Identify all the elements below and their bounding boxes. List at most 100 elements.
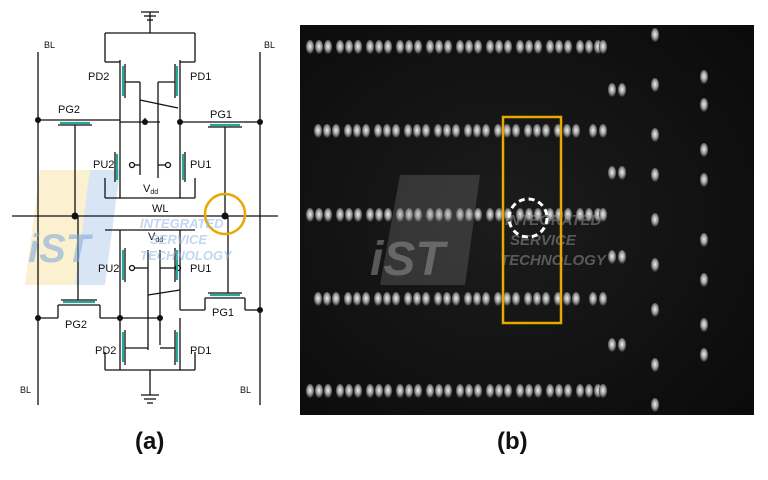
pu2-bottom-label: PU2 bbox=[98, 263, 119, 275]
pg1-bottom-label: PG1 bbox=[212, 307, 234, 319]
contact-dot bbox=[383, 208, 393, 222]
contact-dot bbox=[481, 124, 491, 138]
contact-dot bbox=[353, 208, 363, 222]
watermark-line3-a: TECHNOLOGY bbox=[140, 248, 233, 263]
contact-dot bbox=[503, 40, 513, 54]
contact-dot bbox=[344, 208, 354, 222]
contact-dot bbox=[532, 124, 542, 138]
contact-dot bbox=[699, 273, 709, 287]
contact-dot bbox=[464, 384, 474, 398]
contact-dot bbox=[421, 124, 431, 138]
contact-dot bbox=[699, 233, 709, 247]
contact-dot bbox=[554, 40, 564, 54]
vdd-label-bottom: Vdd bbox=[148, 231, 163, 244]
contact-dot bbox=[383, 40, 393, 54]
contact-dot bbox=[650, 303, 660, 317]
contact-dot-array bbox=[305, 28, 709, 412]
contact-dot bbox=[598, 384, 608, 398]
contact-dot bbox=[451, 124, 461, 138]
contact-dot bbox=[425, 40, 435, 54]
contact-dot bbox=[391, 292, 401, 306]
contact-dot bbox=[650, 398, 660, 412]
contact-dot bbox=[617, 250, 627, 264]
contact-dot bbox=[374, 40, 384, 54]
contact-dot bbox=[699, 98, 709, 112]
contact-dot bbox=[395, 40, 405, 54]
contact-dot bbox=[403, 124, 413, 138]
contact-dot bbox=[598, 124, 608, 138]
contact-dot bbox=[373, 124, 383, 138]
contact-dot bbox=[331, 124, 341, 138]
contact-dot bbox=[607, 250, 617, 264]
microscopy-image: iST INTEGRATED SERVICE TECHNOLOGY bbox=[300, 25, 754, 415]
contact-dot bbox=[344, 384, 354, 398]
defect-highlight-rect bbox=[501, 115, 563, 325]
contact-dot bbox=[617, 338, 627, 352]
contact-dot bbox=[353, 40, 363, 54]
bitline-label-bottom-left: BL bbox=[20, 385, 31, 395]
watermark-line3-b: TECHNOLOGY bbox=[500, 252, 608, 269]
contact-dot bbox=[455, 40, 465, 54]
contact-dot bbox=[353, 384, 363, 398]
contact-dot bbox=[434, 208, 444, 222]
panel-b-label: (b) bbox=[497, 428, 528, 455]
contact-dot bbox=[323, 208, 333, 222]
pu2-top-label: PU2 bbox=[93, 159, 114, 171]
contact-dot bbox=[650, 78, 660, 92]
contact-dot bbox=[562, 292, 572, 306]
contact-dot bbox=[541, 124, 551, 138]
contact-dot bbox=[313, 124, 323, 138]
contact-dot bbox=[323, 384, 333, 398]
contact-dot bbox=[562, 124, 572, 138]
contact-dot bbox=[404, 384, 414, 398]
contact-dot bbox=[373, 292, 383, 306]
contact-dot bbox=[383, 384, 393, 398]
contact-dot bbox=[473, 208, 483, 222]
contact-dot bbox=[365, 40, 375, 54]
contact-dot bbox=[575, 40, 585, 54]
pd1-top-label: PD1 bbox=[190, 71, 211, 83]
contact-dot bbox=[494, 40, 504, 54]
contact-dot bbox=[361, 124, 371, 138]
panel-a-label: (a) bbox=[135, 428, 165, 455]
contact-dot bbox=[442, 124, 452, 138]
contact-dot bbox=[403, 292, 413, 306]
transistor-channels bbox=[60, 66, 240, 362]
contact-dot bbox=[699, 143, 709, 157]
bitline-label-top-left: BL bbox=[44, 40, 55, 50]
contact-dot bbox=[455, 208, 465, 222]
contact-dot bbox=[412, 292, 422, 306]
contact-dot bbox=[344, 40, 354, 54]
contact-dot bbox=[361, 292, 371, 306]
contact-dot bbox=[598, 40, 608, 54]
pd1-bottom-label: PD1 bbox=[190, 345, 211, 357]
sram-schematic: BL BL BL BL WL Vdd Vdd PD2 PD1 PG2 PG1 P… bbox=[12, 11, 278, 405]
watermark-line2-b: SERVICE bbox=[510, 232, 577, 249]
contact-dot bbox=[523, 292, 533, 306]
contact-dot bbox=[434, 384, 444, 398]
contact-dot bbox=[395, 384, 405, 398]
contact-dot bbox=[494, 208, 504, 222]
contact-dot bbox=[425, 384, 435, 398]
contact-dot bbox=[404, 208, 414, 222]
contact-dot bbox=[404, 40, 414, 54]
contact-dot bbox=[494, 384, 504, 398]
contact-dot bbox=[433, 292, 443, 306]
contact-dot bbox=[554, 384, 564, 398]
contact-dot bbox=[472, 292, 482, 306]
contact-dot bbox=[374, 208, 384, 222]
contact-dot bbox=[511, 292, 521, 306]
bitline-label-top-right: BL bbox=[264, 40, 275, 50]
contact-dot bbox=[305, 40, 315, 54]
contact-dot bbox=[413, 208, 423, 222]
wordline-label: WL bbox=[152, 203, 169, 215]
contact-dot bbox=[532, 292, 542, 306]
contact-dot bbox=[515, 208, 525, 222]
contact-dot bbox=[650, 358, 660, 372]
contact-dot bbox=[314, 384, 324, 398]
contact-dot bbox=[502, 292, 512, 306]
contact-dot bbox=[413, 40, 423, 54]
contact-dot bbox=[598, 208, 608, 222]
contact-dot bbox=[493, 292, 503, 306]
contact-dot bbox=[485, 40, 495, 54]
